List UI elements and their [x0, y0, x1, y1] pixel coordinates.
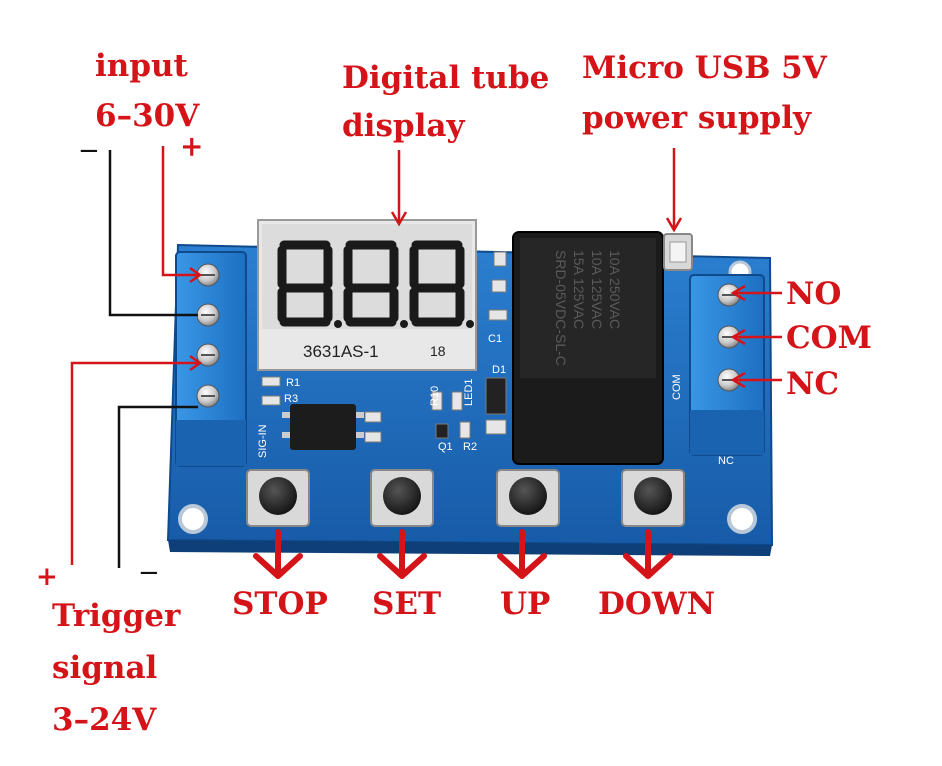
silk-r10: R10 [429, 386, 441, 406]
nc-label: NC [786, 366, 840, 402]
usb-label-line2: power supply [582, 100, 812, 136]
arrow-stop [253, 529, 303, 579]
trigger-label-line2: signal [52, 650, 158, 686]
relay-text-3: 15A 125VAC [571, 250, 587, 329]
silk-com: COM [671, 374, 683, 400]
silk-r2: R2 [463, 441, 477, 453]
display-model-text: 3631AS-1 [303, 342, 379, 361]
silk-r1: R1 [286, 377, 300, 389]
display-code-text: 18 [430, 343, 446, 359]
set-label: SET [372, 586, 442, 622]
silk-q1: Q1 [438, 441, 453, 453]
silk-d1: D1 [492, 364, 506, 376]
arrow-down-button [623, 529, 673, 579]
smd-components [261, 251, 508, 443]
button-stop [246, 469, 310, 527]
no-label: NO [786, 276, 842, 312]
input-wires [108, 146, 203, 317]
stop-label: STOP [232, 586, 328, 622]
silk-sig-in: SIG-IN [257, 424, 269, 458]
up-label: UP [500, 586, 551, 622]
arrow-up-button [497, 529, 547, 579]
button-up [496, 469, 560, 527]
input-label-line2: 6–30V [95, 98, 200, 134]
trigger-wires [70, 354, 203, 568]
digital-tube-label-line2: display [342, 108, 465, 144]
usb-label-line1: Micro USB 5V [582, 50, 827, 86]
micro-usb-port [663, 233, 693, 271]
trigger-plus-sign: + [36, 562, 58, 592]
input-terminal-block [175, 251, 247, 467]
silk-c1: C1 [488, 333, 502, 345]
input-minus-sign: − [78, 136, 100, 166]
digital-tube-label-line1: Digital tube [342, 60, 550, 96]
relay-text-2: 10A 125VAC [589, 250, 605, 329]
trigger-label-line3: 3–24V [52, 702, 157, 738]
button-set [370, 469, 434, 527]
com-label: COM [786, 320, 872, 356]
trigger-minus-sign: − [138, 558, 160, 588]
relay-text-1: 10A 250VAC [607, 250, 623, 329]
down-label: DOWN [598, 586, 716, 622]
optocoupler-chip [282, 404, 364, 450]
silk-nc: NC [718, 455, 734, 467]
arrow-set [377, 529, 427, 579]
silk-r3: R3 [284, 393, 298, 405]
relay-terminal-block [689, 274, 765, 456]
usb-pointer [665, 148, 683, 233]
trigger-label-line1: Trigger [52, 598, 181, 634]
digital-tube-pointer [390, 150, 408, 227]
input-plus-sign: + [180, 130, 204, 163]
relay-text-4: SRD-05VDC-SL-C [553, 250, 569, 366]
input-label-line1: input [95, 48, 188, 84]
digital-tube-display: 3631AS-1 18 [257, 219, 477, 371]
relay: 10A 250VAC 10A 125VAC 15A 125VAC SRD-05V… [512, 231, 664, 465]
silk-led: LED1 [463, 378, 475, 406]
button-down [621, 469, 685, 527]
relay-terminal-pointers [730, 284, 782, 389]
